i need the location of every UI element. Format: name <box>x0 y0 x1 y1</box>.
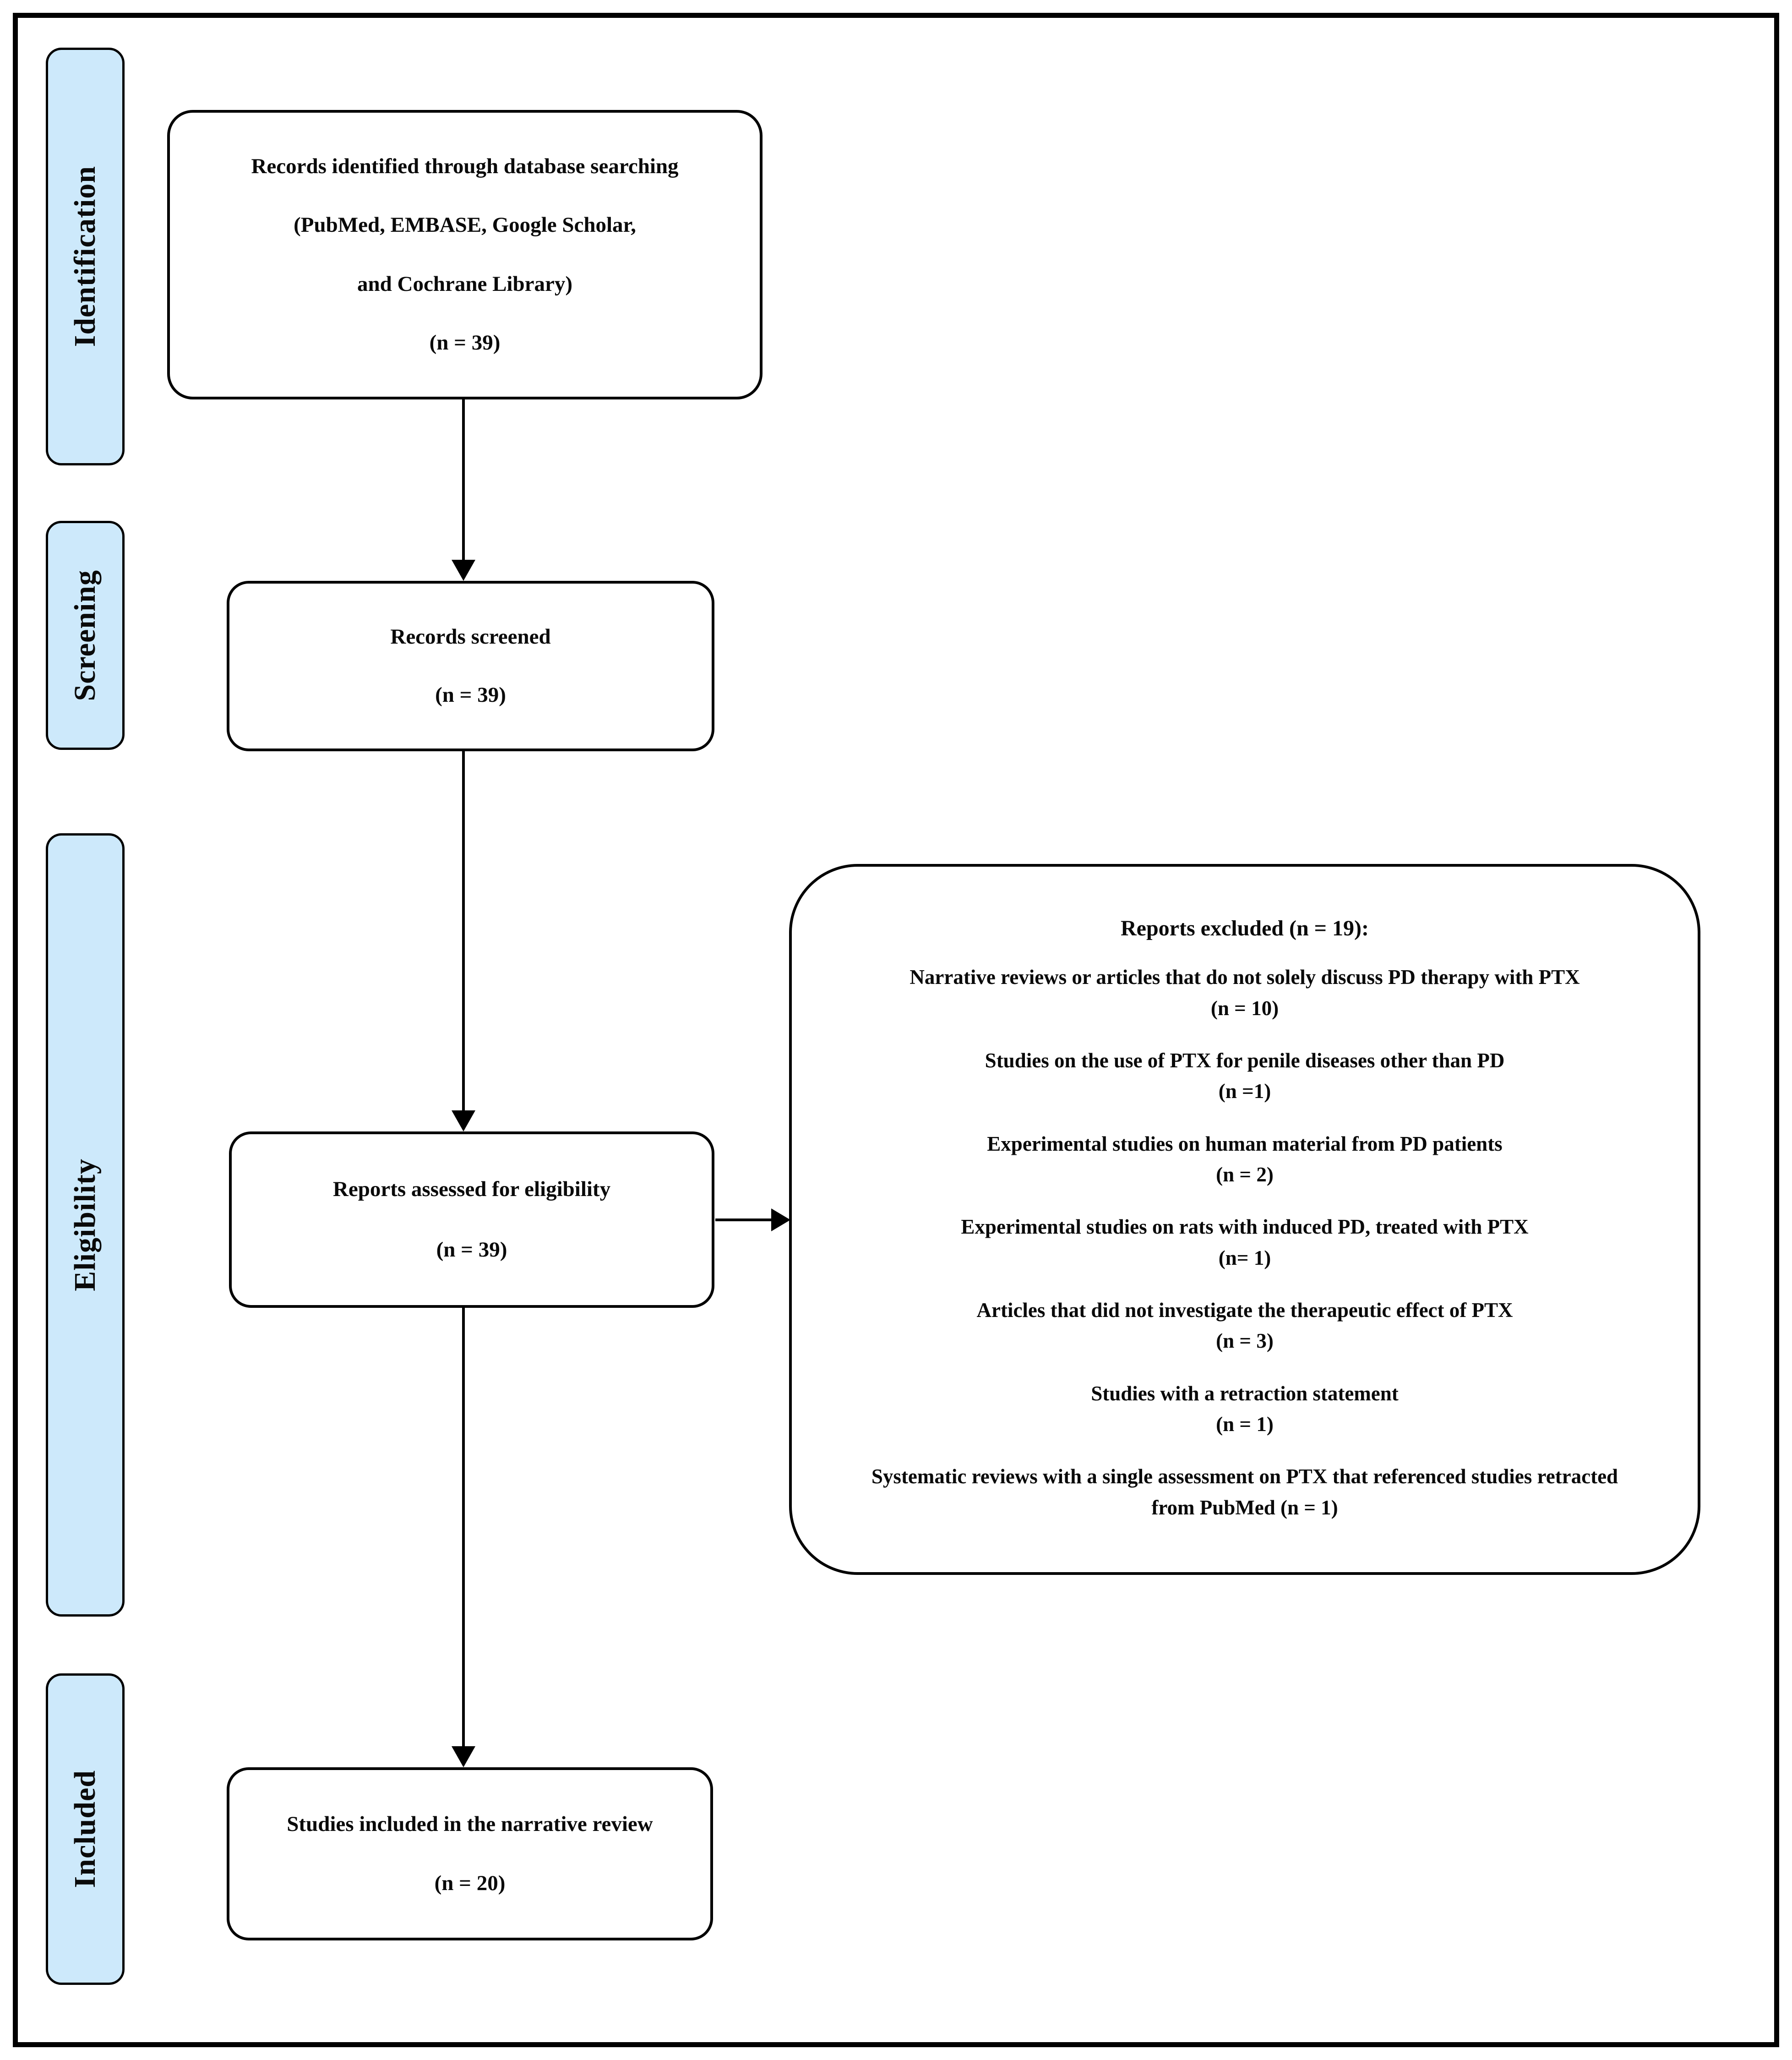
stage-identification-label: Identification <box>68 166 102 347</box>
excluded-item-count: (n = 2) <box>1216 1163 1274 1186</box>
excluded-item: Systematic reviews with a single assessm… <box>833 1461 1656 1523</box>
stage-eligibility-label: Eligibility <box>68 1158 102 1291</box>
box-records-identified-count: (n = 39) <box>429 331 501 355</box>
box-studies-included-line: Studies included in the narrative review <box>287 1812 653 1836</box>
excluded-item: Experimental studies on human material f… <box>833 1129 1656 1191</box>
box-studies-included-count: (n = 20) <box>434 1871 506 1896</box>
excluded-item-text: Articles that did not investigate the th… <box>976 1298 1513 1322</box>
excluded-item-text: Experimental studies on human material f… <box>987 1132 1503 1155</box>
arrowhead-down-icon <box>452 1746 475 1767</box>
box-studies-included: Studies included in the narrative review… <box>227 1767 713 1940</box>
stage-included: Included <box>46 1673 125 1985</box>
excluded-item: Studies with a retraction statement (n =… <box>833 1378 1656 1440</box>
excluded-item: Studies on the use of PTX for penile dis… <box>833 1045 1656 1107</box>
box-records-identified-line: Records identified through database sear… <box>251 154 679 178</box>
excluded-item-text: Experimental studies on rats with induce… <box>961 1215 1529 1239</box>
arrowhead-right-icon <box>771 1208 790 1231</box>
excluded-item-text: Systematic reviews with a single assessm… <box>871 1465 1618 1488</box>
excluded-item-count: (n= 1) <box>1218 1246 1271 1269</box>
box-records-identified-line: and Cochrane Library) <box>357 272 572 296</box>
arrowhead-down-icon <box>452 560 475 581</box>
excluded-item-count: from PubMed (n = 1) <box>1151 1496 1338 1519</box>
box-records-identified: Records identified through database sear… <box>167 110 763 399</box>
stage-eligibility: Eligibility <box>46 833 125 1617</box>
box-reports-excluded: Reports excluded (n = 19): Narrative rev… <box>789 864 1700 1575</box>
excluded-item-count: (n = 1) <box>1216 1413 1274 1436</box>
excluded-item-count: (n =1) <box>1218 1080 1271 1103</box>
excluded-item-text: Studies with a retraction statement <box>1091 1382 1399 1405</box>
box-records-screened-line: Records screened <box>390 624 551 649</box>
box-records-screened: Records screened (n = 39) <box>227 581 714 751</box>
excluded-item-count: (n = 3) <box>1216 1329 1274 1353</box>
box-reports-assessed-line: Reports assessed for eligibility <box>332 1177 611 1202</box>
box-records-identified-line: (PubMed, EMBASE, Google Scholar, <box>294 213 636 237</box>
stage-included-label: Included <box>68 1770 102 1888</box>
arrow-line <box>462 399 465 563</box>
excluded-item: Experimental studies on rats with induce… <box>833 1212 1656 1273</box>
box-records-screened-count: (n = 39) <box>435 683 506 707</box>
arrow-line <box>462 1308 465 1749</box>
box-reports-assessed: Reports assessed for eligibility (n = 39… <box>229 1131 714 1308</box>
excluded-title: Reports excluded (n = 19): <box>1121 916 1369 940</box>
excluded-item-text: Narrative reviews or articles that do no… <box>910 966 1580 989</box>
excluded-item: Narrative reviews or articles that do no… <box>833 962 1656 1024</box>
stage-identification: Identification <box>46 48 125 465</box>
arrow-line <box>715 1219 774 1221</box>
arrowhead-down-icon <box>452 1110 475 1131</box>
stage-screening-label: Screening <box>68 569 102 701</box>
excluded-item-count: (n = 10) <box>1210 996 1279 1020</box>
excluded-item-text: Studies on the use of PTX for penile dis… <box>985 1049 1505 1072</box>
arrow-line <box>462 751 465 1113</box>
box-reports-assessed-count: (n = 39) <box>436 1238 507 1262</box>
diagram-border <box>13 13 1779 2047</box>
excluded-item: Articles that did not investigate the th… <box>833 1295 1656 1357</box>
stage-screening: Screening <box>46 521 125 750</box>
